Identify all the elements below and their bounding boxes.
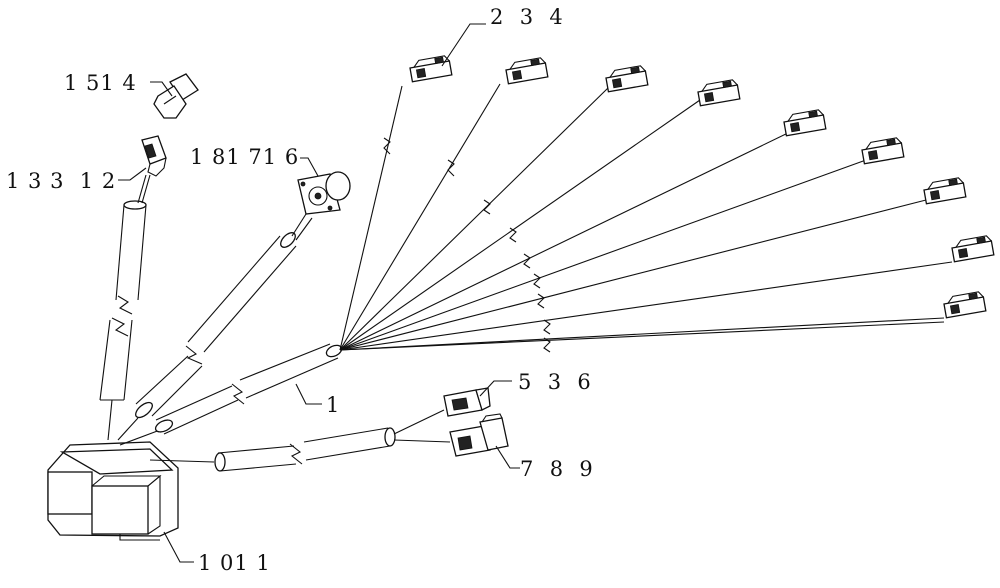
fanout-connector-8 bbox=[951, 235, 995, 263]
harness-main-trunk bbox=[119, 343, 343, 446]
label-536: 5 3 6 bbox=[518, 370, 592, 394]
fanout-connector-5 bbox=[783, 109, 827, 137]
label-234: 2 3 4 bbox=[490, 5, 564, 29]
label-1: 1 bbox=[326, 393, 340, 417]
fanout-connector-4 bbox=[697, 79, 741, 107]
fanout-wires bbox=[339, 83, 953, 353]
leader-lines bbox=[118, 23, 520, 563]
label-789: 7 8 9 bbox=[520, 457, 594, 481]
connector-1514 bbox=[153, 73, 199, 119]
fanout-connectors bbox=[409, 55, 995, 319]
label-181716: 1 81 71 6 bbox=[190, 145, 299, 169]
fanout-connector-9 bbox=[943, 291, 987, 319]
label-1514: 1 51 4 bbox=[64, 71, 137, 95]
fanout-connector-3 bbox=[605, 65, 649, 93]
control-module bbox=[47, 441, 179, 541]
fanout-connector-6 bbox=[861, 137, 905, 165]
connector-181716 bbox=[297, 171, 351, 215]
harness-branch-lower-right bbox=[149, 409, 451, 472]
connector-536 bbox=[443, 387, 491, 417]
label-1011: 1 01 1 bbox=[198, 551, 271, 575]
label-13312: 1 3 3 1 2 bbox=[6, 169, 116, 193]
harness-branch-upper-left bbox=[99, 174, 151, 441]
fanout-connector-7 bbox=[923, 177, 967, 205]
harness-branch-round-connector bbox=[117, 213, 313, 441]
connector-13312 bbox=[141, 135, 167, 177]
fanout-connector-2 bbox=[505, 57, 549, 85]
fanout-connector-1 bbox=[409, 55, 453, 83]
connector-789 bbox=[449, 413, 509, 457]
